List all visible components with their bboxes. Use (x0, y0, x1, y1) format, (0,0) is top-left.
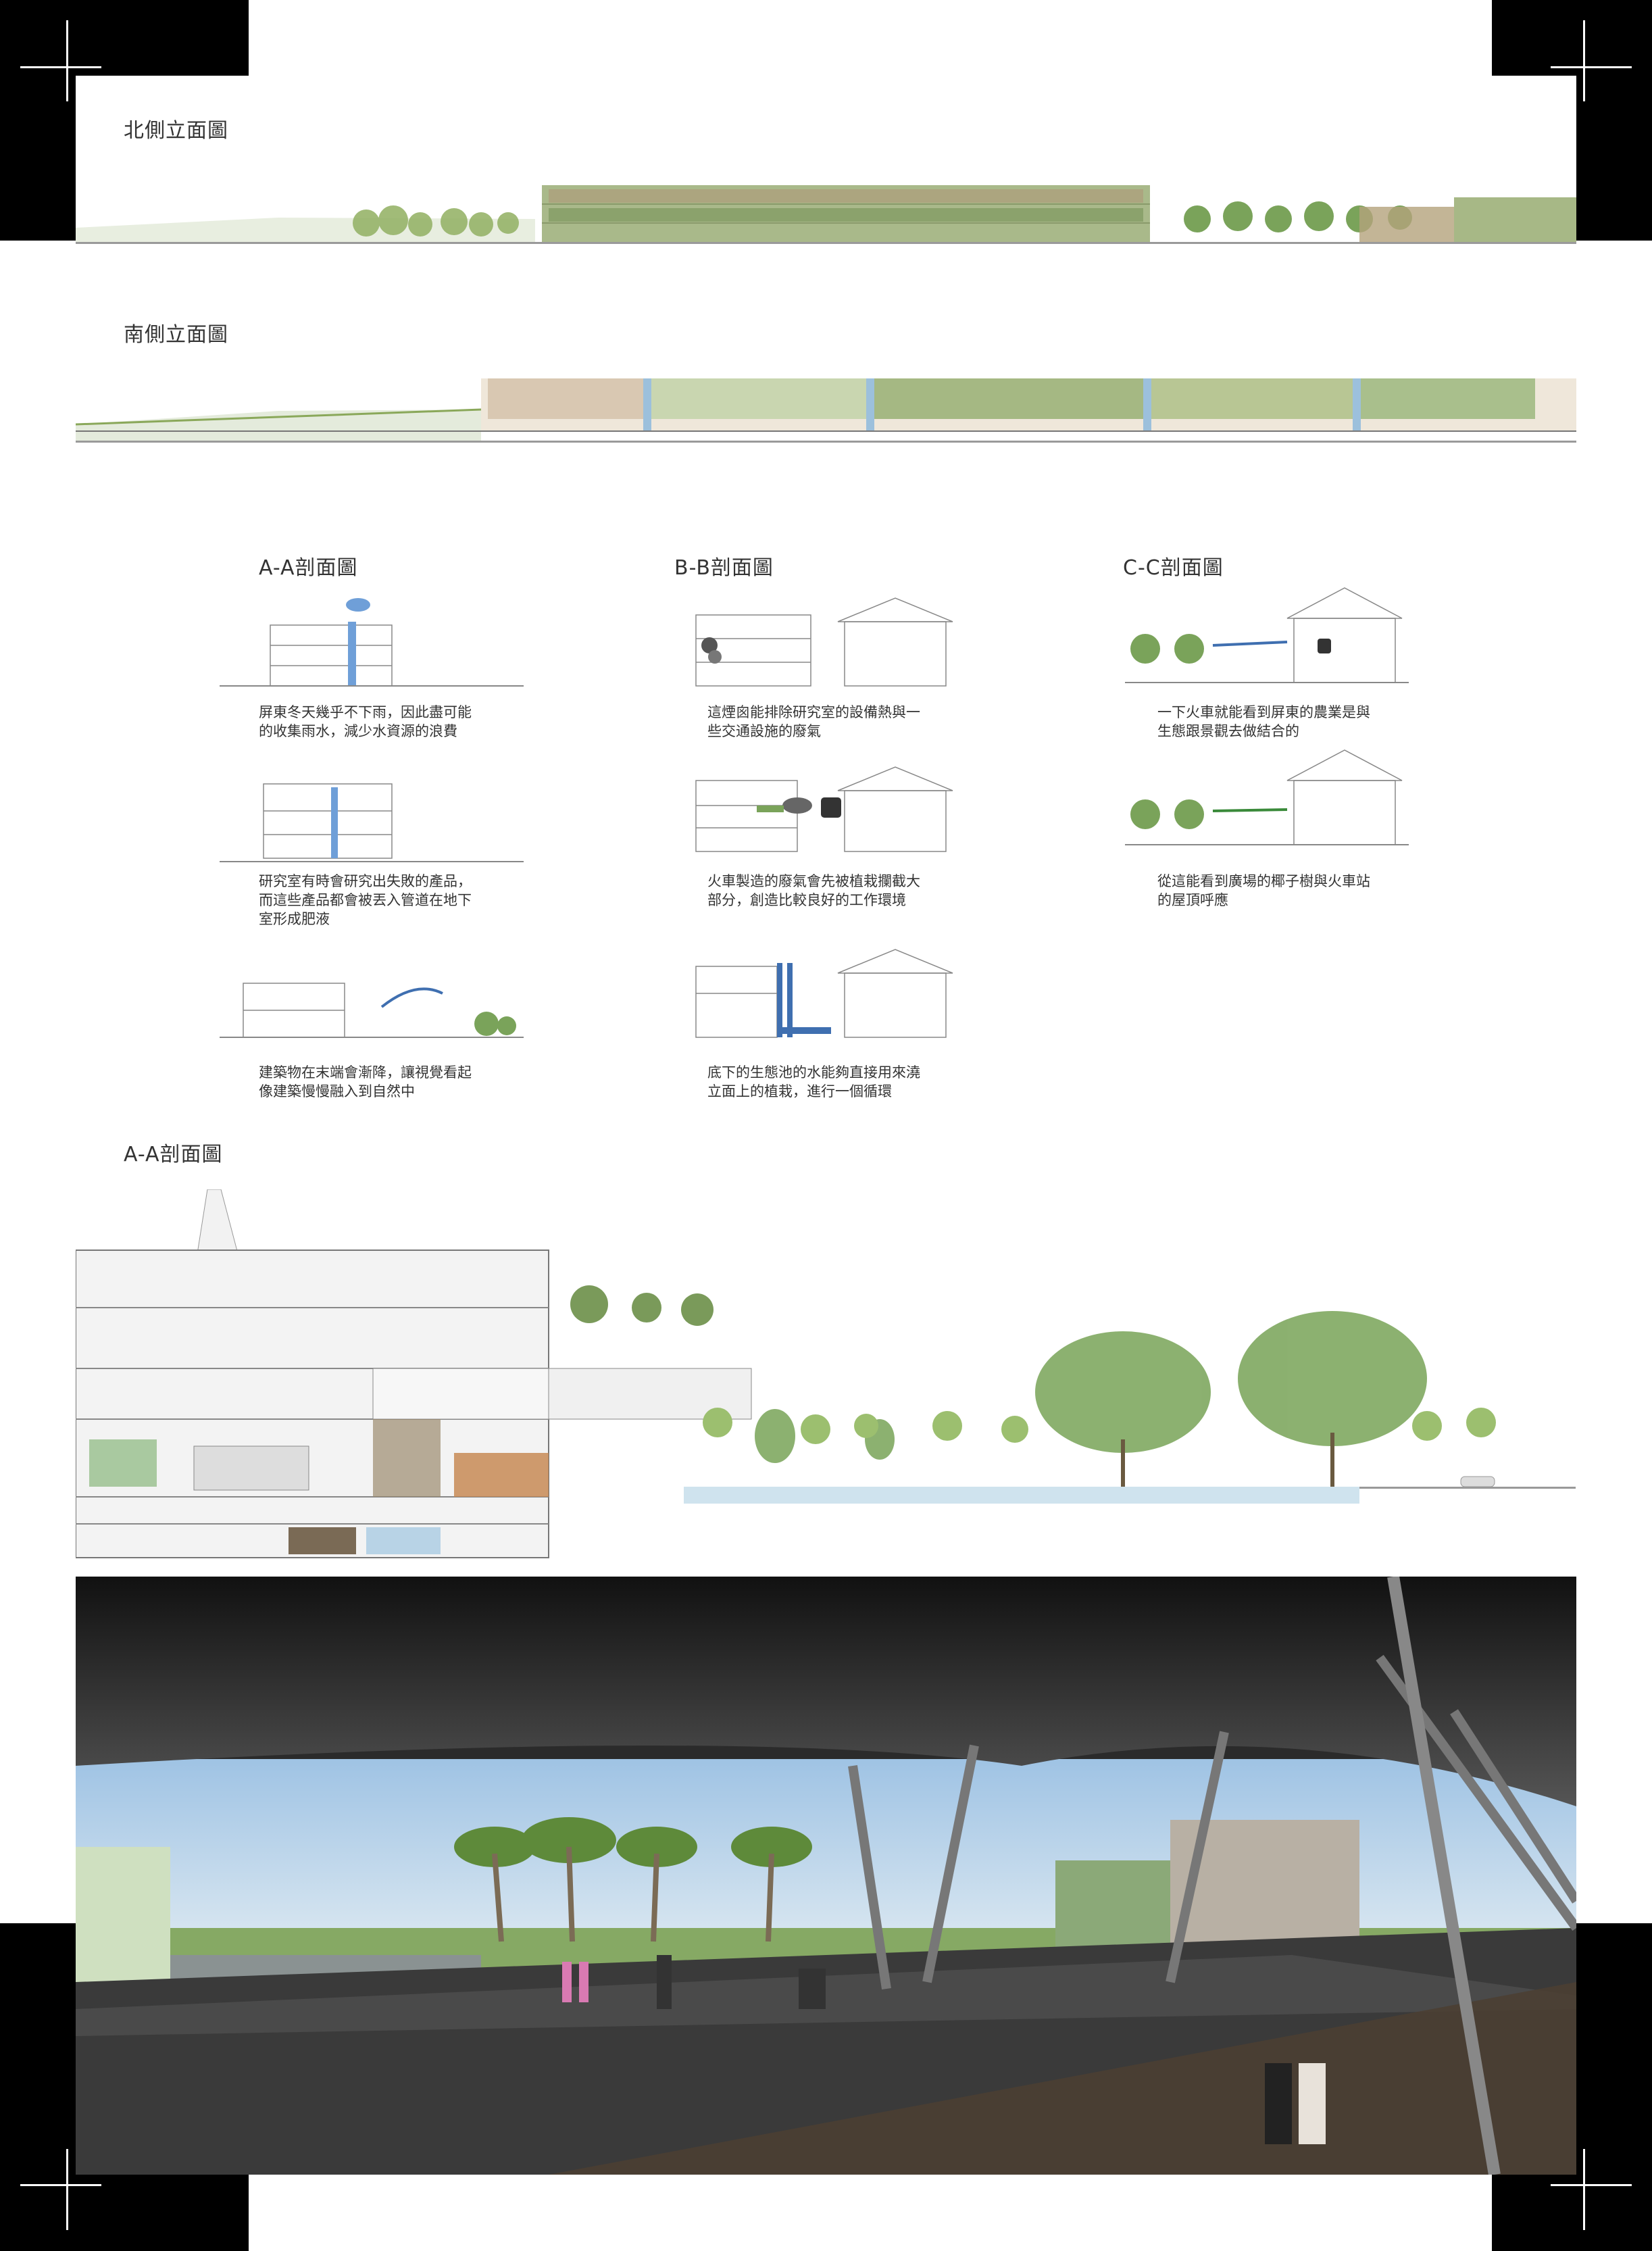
big-section-title: A-A剖面圖 (124, 1143, 223, 1166)
frame-corner-bottom-left-side (0, 1923, 76, 2251)
caption-b1: 這煙囪能排除研究室的設備熱與一 些交通設施的廢氣 (707, 704, 920, 739)
caption-a2: 研究室有時會研究出失敗的產品， 而這些產品都會被丟入管道在地下 室形成肥液 (259, 873, 472, 927)
station-platform-rendering (76, 1577, 1576, 2175)
section-b-chimney-svg (695, 597, 953, 687)
section-a-terrace-svg (220, 983, 524, 1038)
section-a-rainwater-diagram (220, 595, 524, 693)
big-section-svg (75, 1189, 1576, 1558)
frame-corner-top-right-side (1576, 0, 1652, 241)
south-elevation-title: 南側立面圖 (124, 323, 228, 347)
frame-ornament-line (1551, 66, 1632, 68)
section-a-waste-diagram (220, 777, 524, 872)
caption-b3: 底下的生態池的水能夠直接用來澆 立面上的植栽，進行一個循環 (707, 1064, 920, 1099)
section-a-terrace-diagram (220, 960, 524, 1044)
section-b-eco-pond-diagram (676, 946, 959, 1044)
caption-a1: 屏東冬天幾乎不下雨，因此盡可能 的收集雨水，減少水資源的浪費 (259, 704, 472, 739)
caption-c2: 從這能看到廣場的椰子樹與火車站 的屋頂呼應 (1157, 873, 1370, 908)
section-b-title: B-B剖面圖 (674, 556, 774, 580)
section-b-eco-pond-svg (695, 949, 953, 1038)
caption-a3: 建築物在末端會漸降，讓視覺看起 像建築慢慢融入到自然中 (259, 1064, 472, 1099)
frame-ornament-line (66, 20, 68, 101)
section-c-farmland-svg (1125, 587, 1409, 683)
south-elevation-drawing (75, 370, 1576, 443)
frame-corner-bottom-right-side (1576, 1923, 1652, 2251)
frame-ornament-line (20, 66, 101, 68)
section-a-title: A-A剖面圖 (259, 556, 358, 580)
section-c-title: C-C剖面圖 (1123, 556, 1224, 580)
section-b-chimney-diagram (676, 595, 959, 693)
section-a-waste-svg (220, 783, 524, 862)
station-platform-svg (76, 1577, 1576, 2175)
caption-b2: 火車製造的廢氣會先被植栽攔截大 部分，創造比較良好的工作環境 (707, 873, 920, 908)
frame-ornament-line (20, 2184, 101, 2186)
section-c-farmland-diagram (1125, 581, 1409, 689)
section-a-rainwater-svg (220, 598, 524, 687)
caption-c1: 一下火車就能看到屏東的農業是與 生態跟景觀去做結合的 (1157, 704, 1370, 739)
frame-ornament-line (66, 2149, 68, 2230)
frame-ornament-line (1583, 20, 1585, 101)
frame-corner-top-left-side (0, 0, 76, 241)
north-elevation-svg (76, 185, 1576, 242)
big-section-drawing (75, 1189, 1576, 1571)
section-b-train-exhaust-diagram (676, 764, 959, 858)
north-elevation-title: 北側立面圖 (124, 119, 228, 143)
frame-ornament-line (1551, 2184, 1632, 2186)
section-b-train-exhaust-svg (695, 766, 953, 852)
frame-ornament-line (1583, 2149, 1585, 2230)
section-c-palm-roof-diagram (1125, 743, 1409, 851)
section-c-palm-roof-svg (1125, 749, 1409, 845)
north-elevation-drawing (76, 177, 1576, 244)
south-elevation-svg (75, 378, 1576, 441)
